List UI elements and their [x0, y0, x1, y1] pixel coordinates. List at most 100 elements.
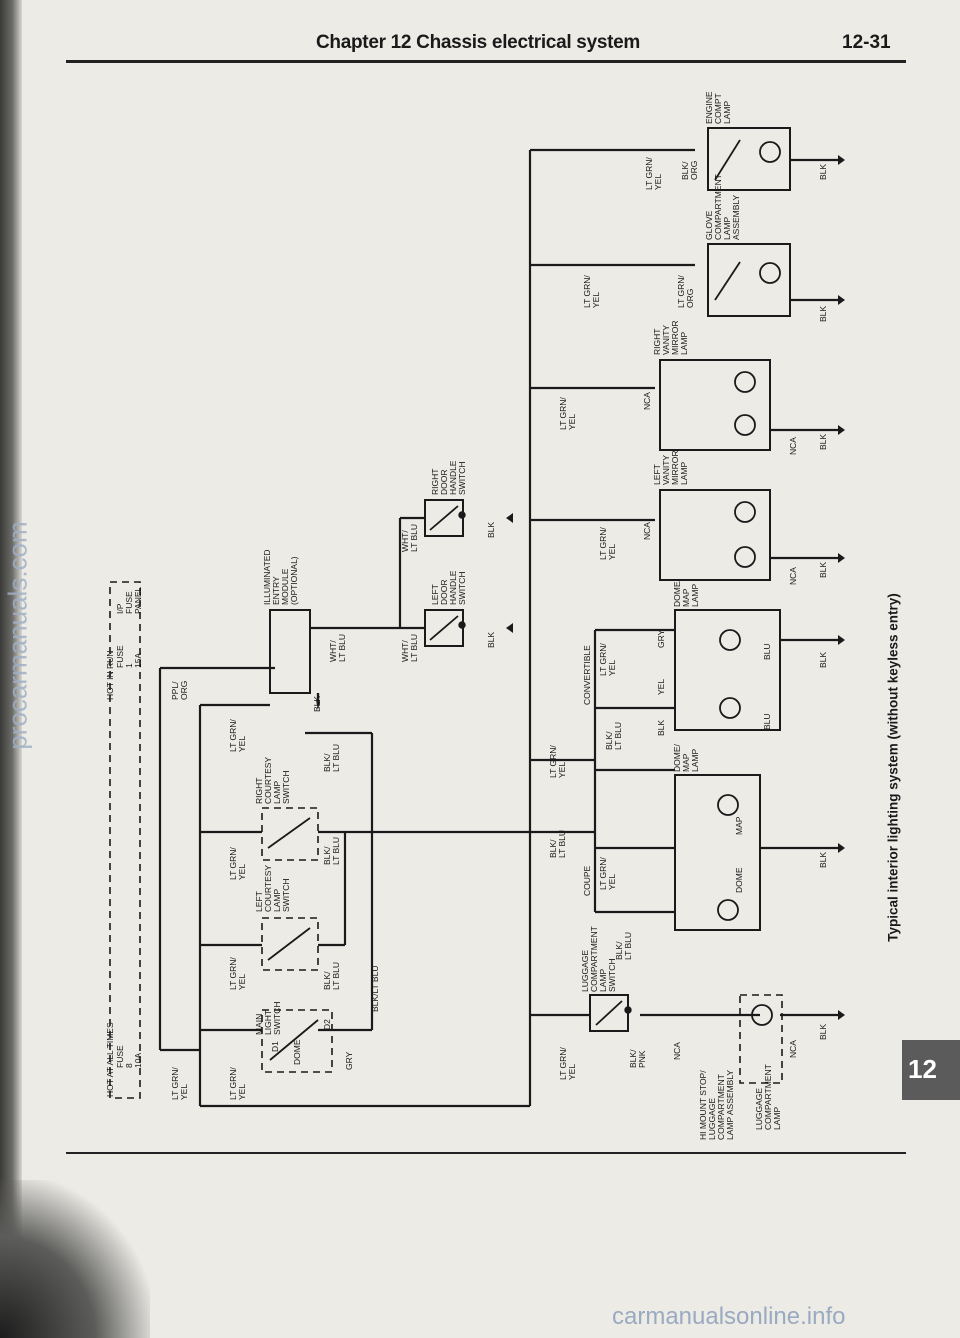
illuminated-entry-label: ILLUMINATEDENTRYMODULE(OPTIONAL)	[262, 549, 299, 605]
page-header: Chapter 12 Chassis electrical system 12-…	[0, 28, 960, 64]
wire-lt-grn-yel: LT GRN/YEL	[598, 643, 617, 676]
main-light-switch-label: MAINLIGHTSWITCH	[254, 1001, 282, 1035]
wire-blk: BLK	[486, 632, 496, 648]
ground-arrow	[838, 295, 845, 305]
footer-rule	[66, 1152, 906, 1154]
wire-blk-lt-blu: BLK/LT BLU	[322, 744, 341, 772]
fuse-panel-box	[109, 581, 141, 1099]
ground-arrow	[838, 635, 845, 645]
page-title: Chapter 12 Chassis electrical system	[316, 32, 640, 53]
d2-label: D2	[322, 1019, 332, 1030]
wire-blk-org: BLK/ORG	[680, 161, 699, 180]
right-vanity-bulb-2	[734, 414, 756, 436]
switch-arm	[429, 615, 459, 641]
wire-gry: GRY	[656, 629, 666, 648]
wire-lt-grn-yel: LT GRN/YEL	[228, 1067, 247, 1100]
wire-blk-lt-blu: BLK/LT BLU	[614, 932, 633, 960]
page-number: 12-31	[842, 32, 891, 53]
wire-blk: BLK	[818, 434, 828, 450]
wire-blk: BLK	[818, 164, 828, 180]
chapter-tab: 12	[902, 1040, 960, 1100]
wire-nca: NCA	[788, 1040, 798, 1058]
wire-blk: BLK	[818, 1024, 828, 1040]
watermark-bottom: carmanualsonline.info	[612, 1303, 846, 1330]
hi-mount-label: HI MOUNT STOP/LUGGAGECOMPARTMENTLAMP ASS…	[698, 1070, 735, 1140]
wire-blk-lt-blu-long: BLK/LT BLU	[370, 966, 380, 1012]
convertible-dome-box	[674, 609, 781, 731]
left-vanity-bulb-1	[734, 501, 756, 523]
wire-wht-lt-blu: WHT/LT BLU	[400, 634, 419, 662]
dome-bulb-label: DOME	[734, 867, 744, 893]
wire-nca: NCA	[788, 437, 798, 455]
luggage-lamp-label: LUGGAGECOMPARTMENTLAMP	[754, 1064, 782, 1130]
right-vanity-box	[659, 359, 771, 451]
wire-nca: NCA	[642, 522, 652, 540]
right-vanity-bulb-1	[734, 371, 756, 393]
wire-nca: NCA	[642, 392, 652, 410]
engine-lamp-box	[707, 127, 791, 191]
ground-symbols	[316, 155, 845, 1020]
right-courtesy-switch-box	[261, 807, 319, 861]
switch-arm	[714, 139, 741, 181]
header-rule	[66, 60, 906, 63]
switch-arm	[267, 817, 311, 849]
ground-arrow	[838, 425, 845, 435]
dashed-boxes	[109, 581, 783, 1099]
wire-blk: BLK	[818, 852, 828, 868]
wire-wht-lt-blu: WHT/LT BLU	[400, 524, 419, 552]
fuse1-label: FUSE115A	[115, 645, 143, 668]
dome-map-lamp-label: DOME/MAPLAMP	[672, 579, 700, 608]
left-vanity-label: LEFTVANITYMIRRORLAMP	[652, 451, 689, 485]
wire-lt-grn-yel: LT GRN/YEL	[598, 527, 617, 560]
coupe-dome-box	[674, 774, 761, 931]
wire-blu: BLU	[762, 643, 772, 660]
wire-blk-lt-blu: BLK/LT BLU	[604, 722, 623, 750]
hot-all-times-label: HOT AT ALL TIMES	[105, 1022, 115, 1097]
wire-lt-grn-yel: LT GRN/YEL	[170, 1067, 189, 1100]
left-door-switch-label: LEFTDOORHANDLESWITCH	[430, 570, 467, 605]
wire-wht-lt-blu: WHT/LT BLU	[328, 634, 347, 662]
hi-mount-lamp-box	[739, 994, 783, 1084]
wire-nca: NCA	[788, 567, 798, 585]
left-vanity-bulb-2	[734, 546, 756, 568]
switch-arm	[595, 1000, 623, 1026]
wire-ppl-org: PPL/ORG	[170, 681, 189, 700]
wire-blk-lt-blu: BLK/LT BLU	[322, 962, 341, 990]
wire-lt-grn-yel: LT GRN/YEL	[582, 275, 601, 308]
coupe-map-bulb	[717, 794, 739, 816]
wire-lt-grn-org: LT GRN/ORG	[676, 275, 695, 308]
wire-blk-pnk: BLK/PNK	[628, 1049, 647, 1068]
left-vanity-box	[659, 489, 771, 581]
wire-lt-grn-yel: LT GRN/YEL	[598, 857, 617, 890]
map-label: MAP	[734, 816, 744, 835]
illuminated-entry-module	[269, 609, 311, 694]
wire-blk: BLK	[486, 522, 496, 538]
page-corner-shadow	[0, 1180, 150, 1338]
wire-blk: BLK	[818, 562, 828, 578]
wire-gry: GRY	[344, 1051, 354, 1070]
coupe-dome-bulb	[717, 899, 739, 921]
left-courtesy-switch-box	[261, 917, 319, 971]
ground-arrow	[838, 553, 845, 563]
ground-arrow	[506, 513, 513, 523]
dome-label: DOME	[292, 1039, 302, 1065]
wire-lt-grn-yel: LT GRN/YEL	[228, 847, 247, 880]
wire-nca: NCA	[672, 1042, 682, 1060]
page-spine-shadow	[0, 0, 22, 1338]
wire-lt-grn-yel: LT GRN/YEL	[228, 957, 247, 990]
luggage-switch-label: LUGGAGECOMPARTMENTLAMPSWITCH	[580, 926, 617, 992]
engine-lamp-bulb	[759, 141, 781, 163]
main-light-switch-box	[261, 1009, 333, 1073]
luggage-lamp-bulb	[751, 1004, 773, 1026]
glove-lamp-box	[707, 243, 791, 317]
switch-arm	[269, 1019, 319, 1061]
switch-arm	[267, 927, 311, 961]
d1-label: D1	[270, 1041, 280, 1052]
glove-lamp-bulb	[759, 262, 781, 284]
component-boxes	[269, 127, 791, 1032]
contact-dot	[458, 511, 466, 519]
chapter-tab-label: 12	[908, 1054, 937, 1084]
contact-dot	[458, 621, 466, 629]
